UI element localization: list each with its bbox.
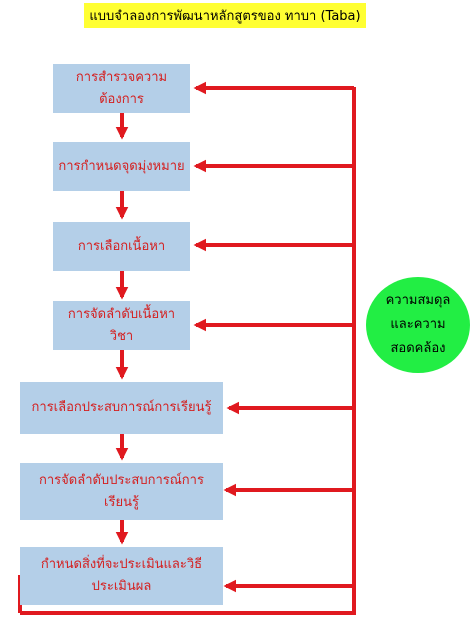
step-1-line-2: ต้องการ [99, 91, 144, 107]
step-7-line-2: ประเมินผล [91, 579, 152, 594]
step-3-label: การเลือกเนื้อหา [77, 238, 166, 254]
step-4-label: การจัดลำดับเนื้อหาวิชา [67, 306, 176, 344]
step-7-evaluation: กำหนดสิ่งที่จะประเมินและวิธีประเมินผล [20, 547, 223, 605]
step-1-line-1: การสำรวจความ [75, 69, 168, 85]
oval-line-2: และความ [390, 317, 446, 332]
step-7-line-1: กำหนดสิ่งที่จะประเมินและวิธี [40, 557, 203, 572]
balance-consistency-oval: ความสมดุลและความสอดคล้อง [366, 277, 470, 373]
step-6-experience-organization: การจัดลำดับประสบการณ์การเรียนรู้ [20, 463, 223, 520]
step-4-content-organization: การจัดลำดับเนื้อหาวิชา [53, 301, 190, 350]
step-6-line-1: การจัดลำดับประสบการณ์การ [39, 472, 204, 488]
step-6-line-2: เรียนรู้ [104, 494, 139, 510]
oval-line-3: สอดคล้อง [390, 341, 446, 356]
step-1-needs-assessment: การสำรวจความต้องการ [53, 64, 190, 113]
step-5-experience-selection: การเลือกประสบการณ์การเรียนรู้ [20, 382, 223, 434]
step-5-label: การเลือกประสบการณ์การเรียนรู้ [31, 400, 212, 415]
step-3-content-selection: การเลือกเนื้อหา [53, 222, 190, 271]
step-2-label: การกำหนดจุดมุ่งหมาย [58, 158, 185, 174]
step-2-objectives: การกำหนดจุดมุ่งหมาย [53, 142, 190, 191]
oval-line-1: ความสมดุล [385, 293, 451, 308]
diagram-title: แบบจำลองการพัฒนาหลักสูตรของ ทาบา (Taba) [84, 3, 366, 28]
